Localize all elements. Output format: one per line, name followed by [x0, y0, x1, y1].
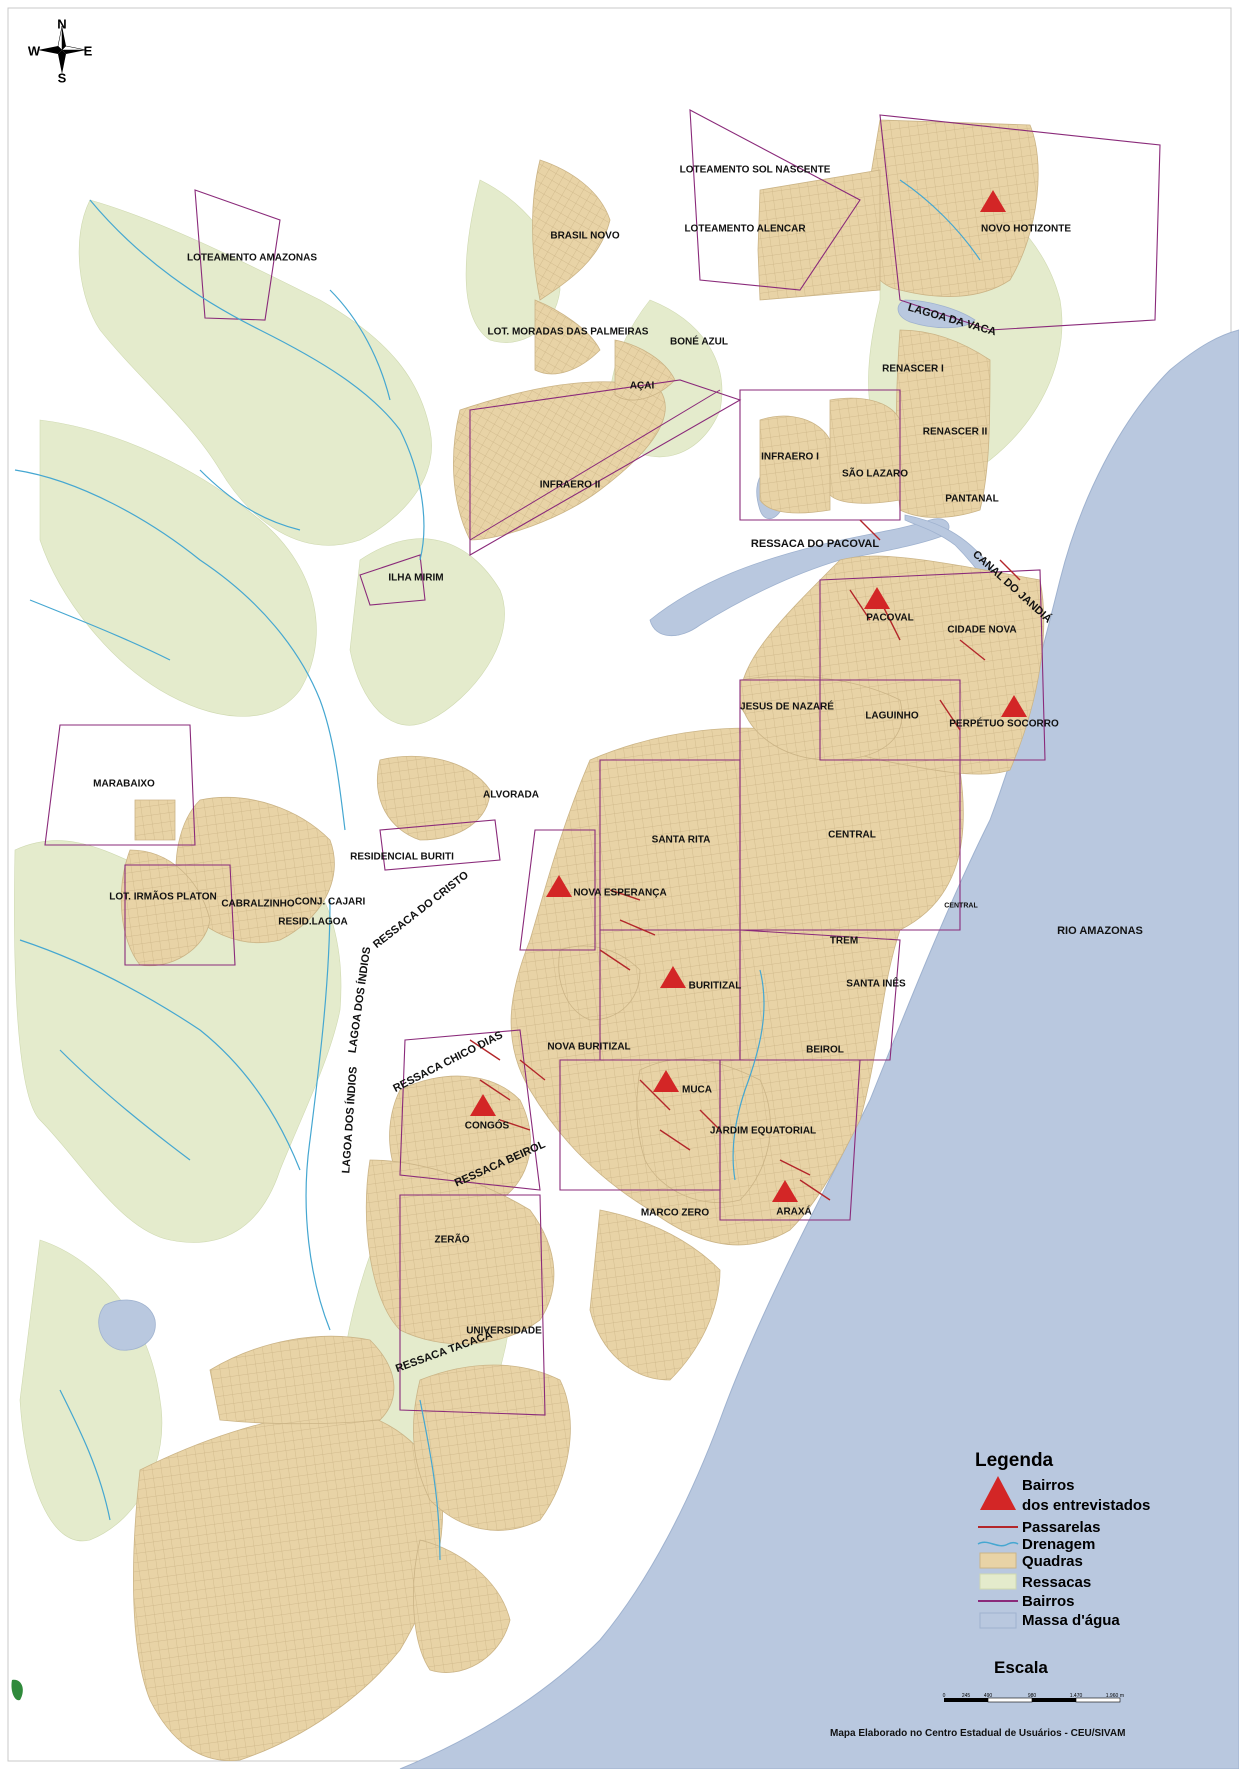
label-loteamento-alencar: LOTEAMENTO ALENCAR	[684, 223, 806, 235]
marker-buritizal	[660, 966, 686, 988]
label-acai: AÇAI	[629, 380, 655, 392]
label-loteamento-amazonas: LOTEAMENTO AMAZONAS	[187, 252, 317, 264]
scale: Escala 0 245 490 980 1.470 1.960 m	[940, 1658, 1124, 1700]
legend-passarelas: Passarelas	[1022, 1519, 1101, 1536]
label-pantanal: PANTANAL	[945, 493, 999, 505]
bairros-borders	[44, 109, 1161, 1416]
label-jardim-equatorial: JARDIM EQUATORIAL	[709, 1125, 817, 1137]
legend-symbols	[977, 1476, 1019, 1629]
label-congos: CONGÓS	[464, 1120, 510, 1132]
label-alvorada: ALVORADA	[483, 789, 539, 801]
label-loteamento-sol-nascente: LOTEAMENTO SOL NASCENTE	[679, 164, 831, 176]
label-nova-esperanca: NOVA ESPERANÇA	[573, 887, 667, 899]
label-brasil-novo: BRASIL NOVO	[550, 230, 620, 242]
label-resid-lagoa: RESID.LAGOA	[278, 916, 348, 928]
label-bone-azul: BONÉ AZUL	[670, 336, 728, 348]
legend-bairros: Bairros	[1022, 1593, 1075, 1610]
marker-pacoval	[864, 587, 890, 609]
label-trem: TREM	[829, 935, 859, 947]
scale-tick-2: 490	[983, 1693, 993, 1699]
label-jesus-de-nazare: JESUS DE NAZARÉ	[740, 701, 834, 713]
label-novo-hotizonte: NOVO HOTIZONTE	[981, 223, 1071, 235]
label-conj-cajari: CONJ. CAJARI	[294, 896, 366, 908]
label-muca: MUCA	[682, 1084, 712, 1096]
avenues	[469, 389, 721, 541]
label-universidade: UNIVERSIDADE	[466, 1325, 542, 1337]
label-santa-ines: SANTA INÊS	[846, 978, 906, 990]
label-ilha-mirim: ILHA MIRIM	[388, 572, 444, 584]
legend-ressacas: Ressacas	[1022, 1574, 1092, 1591]
passarelas-layer	[469, 519, 1021, 1201]
label-central-small: CENTRAL	[944, 902, 978, 910]
label-central: CENTRAL	[828, 829, 876, 841]
legend-bairros-entrevistados-line1: Bairros	[1022, 1477, 1075, 1494]
scale-tick-4: 1.470	[1069, 1693, 1083, 1699]
survey-markers	[470, 190, 1027, 1202]
marker-nova-esperanca	[546, 875, 572, 897]
label-cidade-nova: CIDADE NOVA	[947, 624, 1017, 636]
compass-e: E	[83, 43, 93, 59]
label-renascer-ii: RENASCER II	[922, 426, 988, 438]
label-perpetuo-socorro: PERPÉTUO SOCORRO	[949, 718, 1059, 730]
label-marco-zero: MARCO ZERO	[640, 1207, 710, 1219]
lake-west-water	[98, 1299, 156, 1351]
legend-quadras: Quadras	[1022, 1553, 1083, 1570]
scale-tick-3: 980	[1027, 1693, 1037, 1699]
label-infraero-ii: INFRAERO II	[539, 479, 601, 491]
marker-muca	[653, 1070, 679, 1092]
marker-novo-hotizonte	[980, 190, 1006, 212]
label-ressaca-do-pacoval: RESSACA DO PACOVAL	[750, 538, 880, 550]
legend-bairros-entrevistados-line2: dos entrevistados	[1022, 1497, 1151, 1514]
label-renascer-i: RENASCER I	[882, 363, 944, 375]
label-araxa: ARAXÁ	[776, 1206, 812, 1218]
label-rio-amazonas: RIO AMAZONAS	[1057, 925, 1143, 937]
label-residencial-buriti: RESIDENCIAL BURITI	[350, 851, 454, 863]
map-credit: Mapa Elaborado no Centro Estadual de Usu…	[830, 1728, 1126, 1739]
compass-w: W	[27, 43, 41, 59]
drenagem-layer	[14, 179, 981, 1561]
label-cabralzinho: CABRALZINHO	[221, 898, 295, 910]
compass-s: S	[57, 70, 67, 86]
label-beirol: BEIROL	[806, 1044, 844, 1056]
scale-tick-5: 1.960	[1105, 1693, 1119, 1699]
legend-massa-dagua: Massa d'água	[1022, 1612, 1120, 1629]
label-infraero-i: INFRAERO I	[761, 451, 819, 463]
label-santa-rita: SANTA RITA	[651, 834, 711, 846]
scale-title: Escala	[994, 1658, 1048, 1677]
bottom-left-symbol	[11, 1679, 23, 1701]
scale-tick-0: 0	[942, 1693, 946, 1699]
scale-tick-1: 245	[961, 1693, 971, 1699]
legend-drenagem: Drenagem	[1022, 1536, 1096, 1553]
label-buritizal: BURITIZAL	[688, 980, 742, 992]
label-lot-irmaos-platon: LOT. IRMÃOS PLATON	[109, 891, 217, 903]
compass-n: N	[57, 16, 67, 32]
compass-rose	[38, 25, 87, 74]
label-lot-moradas: LOT. MORADAS DAS PALMEIRAS	[487, 326, 649, 338]
label-marabaixo: MARABAIXO	[93, 778, 155, 790]
label-nova-buritizal: NOVA BURITIZAL	[547, 1041, 631, 1053]
rio-amazonas-water	[399, 329, 1239, 1769]
label-pacoval: PACOVAL	[866, 612, 914, 624]
legend-title: Legenda	[975, 1450, 1054, 1471]
quadras-layer	[120, 119, 1045, 1762]
label-zerao: ZERÃO	[434, 1234, 470, 1246]
scale-unit: m	[1119, 1693, 1125, 1699]
scale-bar	[944, 1697, 1121, 1703]
label-sao-lazaro: SÃO LAZARO	[841, 468, 909, 480]
marker-congos	[470, 1094, 496, 1116]
marker-araxa	[772, 1180, 798, 1202]
label-laguinho: LAGUINHO	[865, 710, 919, 722]
marker-perpetuo-socorro	[1001, 695, 1027, 717]
lagoa-da-vaca-water	[897, 299, 976, 329]
